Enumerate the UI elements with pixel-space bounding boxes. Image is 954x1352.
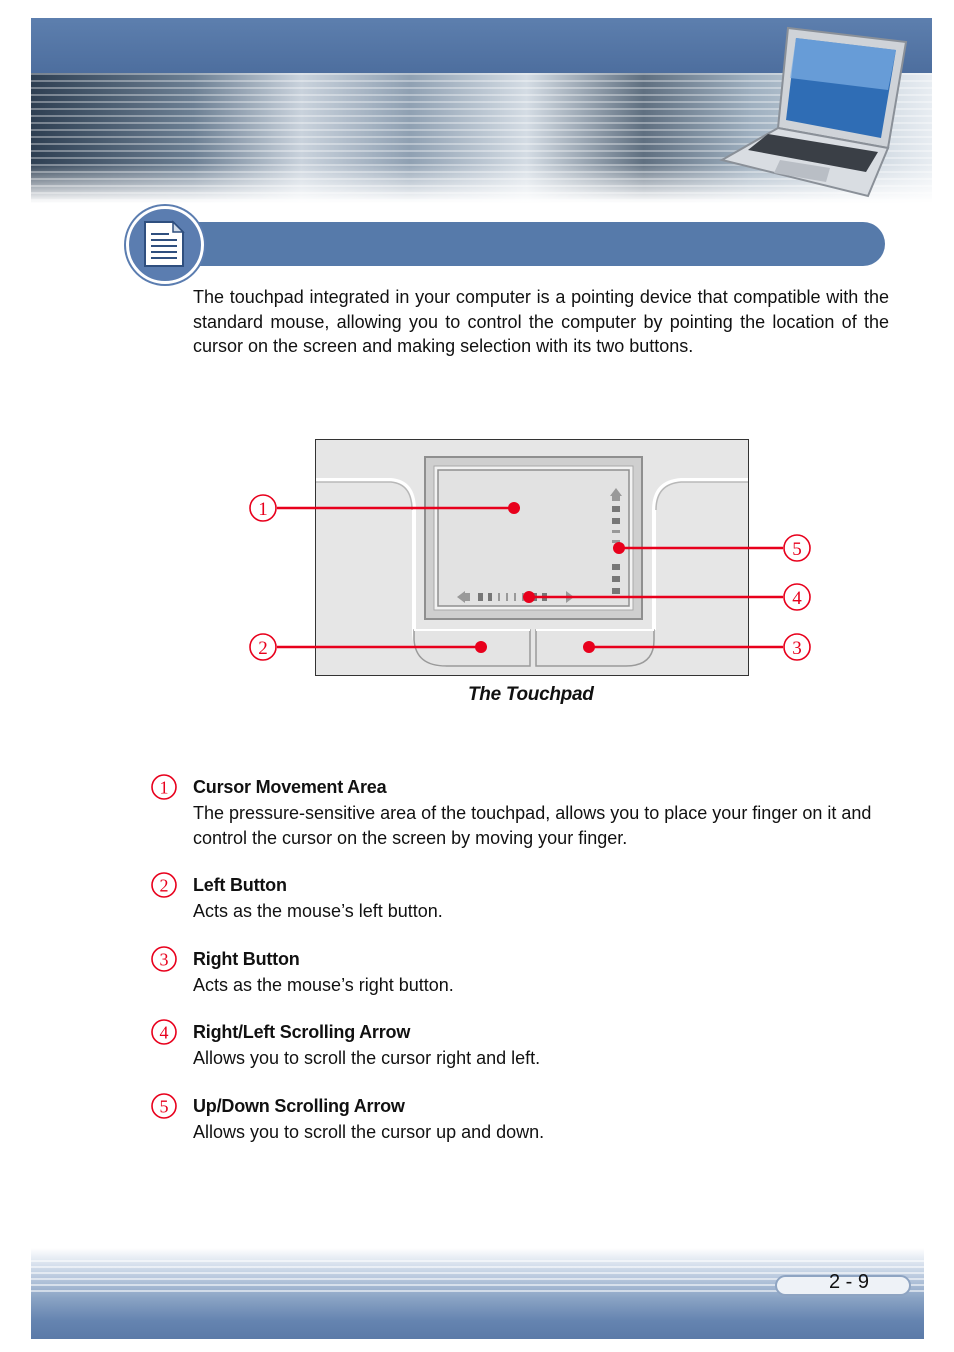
svg-text:2: 2 — [160, 876, 169, 896]
number-badge: 3 — [151, 946, 177, 972]
section-title-bar — [150, 222, 885, 266]
item-description: Acts as the mouse’s left button. — [193, 901, 443, 921]
page-number: 2 - 9 — [829, 1271, 870, 1293]
svg-text:5: 5 — [160, 1097, 169, 1117]
callout-4-label: 4 — [792, 588, 802, 609]
callout-3-label: 3 — [792, 638, 802, 659]
item-description: Acts as the mouse’s right button. — [193, 975, 454, 995]
page-number-pill — [775, 1275, 911, 1296]
document-icon-badge — [126, 206, 204, 284]
list-item: 3 Right Button Acts as the mouse’s right… — [150, 945, 890, 999]
item-title: Cursor Movement Area — [193, 777, 387, 797]
callout-5-marker — [783, 534, 811, 562]
number-badge: 4 — [151, 1019, 177, 1045]
callout-3-marker — [783, 633, 811, 661]
callout-2-marker — [249, 633, 277, 661]
svg-text:4: 4 — [160, 1023, 169, 1043]
left-scroll-arrow-icon — [457, 591, 465, 603]
item-title: Up/Down Scrolling Arrow — [193, 1096, 405, 1116]
callout-5-label: 5 — [792, 539, 802, 560]
list-item: 2 Left Button Acts as the mouse’s left b… — [150, 871, 890, 925]
item-description: Allows you to scroll the cursor up and d… — [193, 1122, 545, 1142]
touchpad-figure — [315, 439, 749, 676]
document-icon — [144, 220, 185, 267]
list-item: 4 Right/Left Scrolling Arrow Allows you … — [150, 1018, 890, 1072]
number-badge: 2 — [151, 872, 177, 898]
item-title: Left Button — [193, 875, 287, 895]
item-description: Allows you to scroll the cursor right an… — [193, 1048, 541, 1068]
list-item: 1 Cursor Movement Area The pressure-sens… — [150, 773, 890, 853]
number-badge: 5 — [151, 1093, 177, 1119]
item-description: The pressure-sensitive area of the touch… — [193, 803, 872, 848]
touchpad-drawing — [316, 440, 748, 675]
header-band — [31, 18, 932, 73]
list-item: 5 Up/Down Scrolling Arrow Allows you to … — [150, 1092, 890, 1146]
svg-text:1: 1 — [160, 778, 169, 798]
item-title: Right/Left Scrolling Arrow — [193, 1022, 411, 1042]
up-scroll-arrow-icon — [610, 488, 622, 496]
figure-caption: The Touchpad — [468, 684, 594, 705]
callout-4-marker — [783, 583, 811, 611]
callout-2-label: 2 — [258, 638, 268, 659]
laptop-illustration — [719, 26, 908, 198]
callout-1-marker — [249, 494, 277, 522]
number-badge: 1 — [151, 774, 177, 800]
callout-1-label: 1 — [258, 499, 268, 520]
item-title: Right Button — [193, 949, 300, 969]
svg-text:3: 3 — [160, 950, 169, 970]
intro-paragraph: The touchpad integrated in your computer… — [193, 287, 889, 357]
